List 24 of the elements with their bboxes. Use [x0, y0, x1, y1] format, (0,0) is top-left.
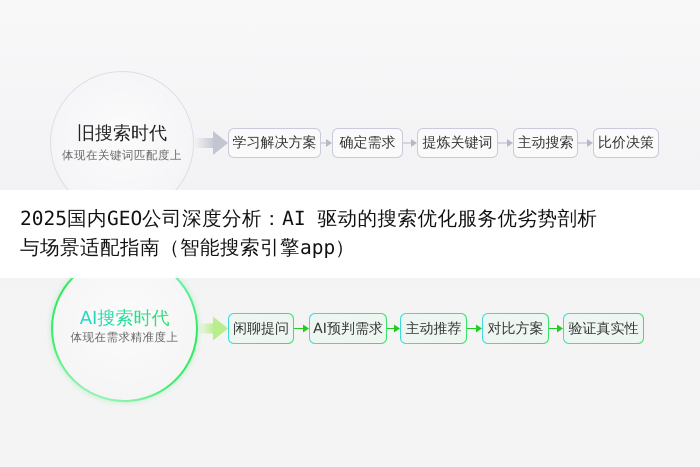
arrow — [387, 324, 400, 332]
step-box: 主动搜索 — [513, 128, 578, 158]
step-box: AI预判需求 — [309, 313, 387, 344]
arrow — [498, 139, 513, 147]
arrow — [578, 139, 593, 147]
step-box: 对比方案 — [482, 313, 549, 344]
title: 2025国内GEO公司深度分析：AI 驱动的搜索优化服务优劣势剖析与场景适配指南（智能搜索引擎app） — [20, 206, 598, 261]
arrow — [198, 316, 228, 340]
step-box: 主动推荐 — [400, 313, 467, 344]
circle-heading: 旧搜索时代 — [76, 122, 168, 145]
arrow — [194, 131, 228, 155]
arrow — [403, 139, 417, 147]
step-box: 学习解决方案 — [228, 128, 321, 158]
step-box: 提炼关键词 — [417, 128, 498, 158]
arrow — [467, 324, 482, 332]
arrow — [294, 324, 309, 332]
step-box: 验证真实性 — [563, 313, 644, 344]
circle-subheading: 体现在关键词匹配度上 — [61, 148, 183, 163]
arrow — [321, 139, 332, 147]
step-box: 确定需求 — [332, 128, 403, 158]
circle-subheading: 体现在需求精准度上 — [70, 330, 180, 345]
step-box: 比价决策 — [593, 128, 659, 158]
step-box: 闲聊提问 — [228, 313, 294, 344]
arrow — [549, 324, 563, 332]
